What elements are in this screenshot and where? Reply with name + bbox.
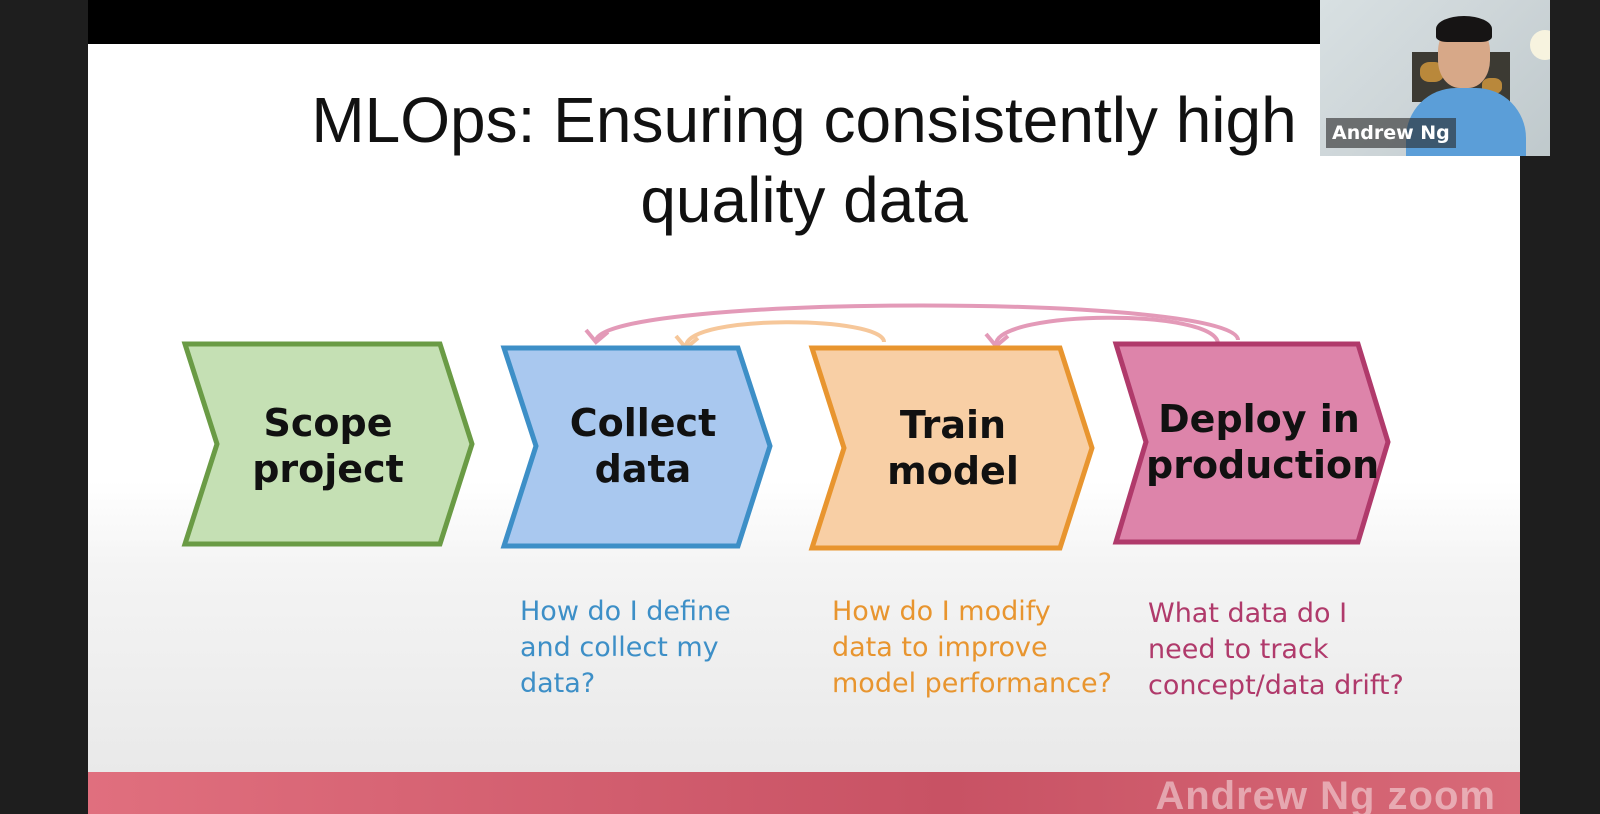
question-train-model: How do I modify data to improve model pe… (832, 596, 1112, 699)
participant-hair-image (1436, 16, 1492, 42)
step-label-line: project (252, 447, 404, 491)
chevron-train-model (808, 345, 1095, 551)
lamp-image (1530, 30, 1550, 60)
step-label-line: Collect (569, 401, 717, 445)
chevron-scope-project (181, 341, 475, 547)
presentation-slide: MLOps: Ensuring consistently high qualit… (88, 44, 1520, 772)
step-label-line: Scope (263, 401, 393, 445)
feedback-arrow-deploy-to-collect-head (584, 328, 610, 345)
left-letterbox (0, 0, 88, 814)
feedback-arrow-deploy-to-train (994, 315, 1220, 345)
question-collect-data: How do I define and collect my data? (520, 596, 731, 699)
feedback-arrow-train-to-collect (684, 320, 886, 347)
step-label-line: data (594, 447, 692, 491)
slide-title: MLOps: Ensuring consistently high qualit… (88, 80, 1520, 240)
feedback-arrow-deploy-to-collect (594, 303, 1240, 342)
question-deploy-in-production: What data do I need to track concept/dat… (1148, 598, 1404, 701)
step-label-deploy-in-production: Deploy in production (1146, 396, 1380, 488)
step-label-line: Train (899, 403, 1007, 447)
step-label-line: production (1146, 443, 1380, 487)
slide-title-line-1: MLOps: Ensuring consistently high (311, 84, 1297, 156)
footer-brand-watermark: Andrew Ng zoom (1155, 774, 1496, 814)
step-label-line: model (887, 449, 1019, 493)
step-label-scope-project: Scope project (238, 400, 418, 492)
step-label-collect-data: Collect data (558, 400, 728, 492)
step-label-train-model: Train model (868, 402, 1038, 494)
chevron-collect-data (500, 345, 773, 549)
top-letterbox (88, 0, 1520, 44)
participant-name-label: Andrew Ng (1326, 118, 1456, 148)
slide-footer-band: Andrew Ng zoom (88, 772, 1520, 814)
step-label-line: Deploy in (1158, 397, 1360, 441)
mlops-process-diagram (181, 303, 1391, 551)
chevron-deploy-in-production (1112, 341, 1391, 545)
participant-video-tile[interactable]: Andrew Ng (1320, 0, 1550, 156)
slide-title-line-2: quality data (640, 164, 968, 236)
